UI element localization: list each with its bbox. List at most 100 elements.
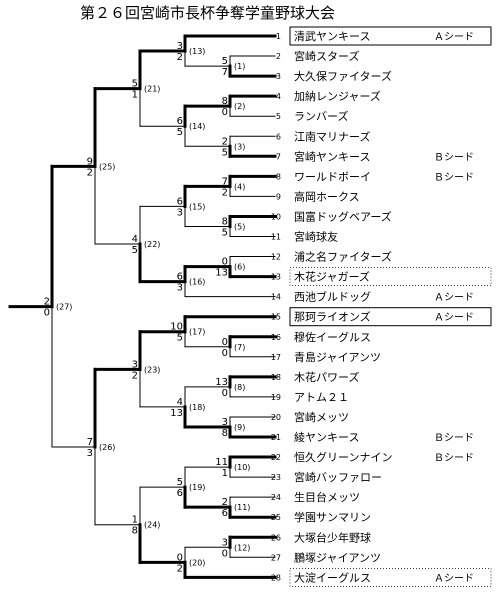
match-number: (21): [144, 85, 160, 94]
match-number: (14): [189, 122, 205, 131]
team-number: 20: [271, 413, 281, 422]
seed-label: Ａシード: [434, 573, 474, 584]
team-name: 清武ヤンキース: [294, 30, 370, 43]
score-top: 7: [222, 176, 228, 187]
match-number: (9): [234, 423, 245, 432]
score-bottom: 5: [177, 127, 183, 138]
match-number: (17): [189, 328, 205, 337]
team-name: 青島ジャイアンツ: [294, 350, 381, 364]
score-bottom: 2: [222, 187, 228, 198]
score-top: 5: [177, 477, 183, 488]
match-number: (23): [144, 365, 160, 374]
score-bottom: 6: [177, 488, 183, 499]
score-top: 8: [222, 96, 228, 107]
team-name: アトム２１: [294, 391, 349, 404]
match-number: (15): [189, 202, 205, 211]
score-bottom: 0: [44, 308, 50, 319]
score-top: 4: [177, 397, 183, 408]
score-top: 5: [132, 79, 138, 90]
team-name: 綾ヤンキース: [294, 431, 359, 444]
match-number: (18): [189, 403, 205, 412]
match-number: (10): [234, 463, 250, 472]
score-bottom: 0: [222, 388, 228, 399]
team-number: 5: [276, 112, 281, 121]
score-bottom: 3: [177, 283, 183, 294]
score-top: 2: [222, 497, 228, 508]
match-number: (12): [234, 543, 250, 552]
team-name: 木花ジャガーズ: [294, 270, 370, 284]
score-bottom: 5: [222, 227, 228, 238]
seed-label: Ａシード: [434, 32, 474, 43]
match-number: (24): [144, 521, 160, 530]
team-name: 加納レンジャーズ: [294, 89, 381, 103]
score-bottom: 2: [177, 563, 183, 574]
score-bottom: 3: [177, 207, 183, 218]
score-bottom: 2: [87, 167, 93, 178]
seed-label: Ａシード: [434, 313, 474, 324]
team-number: 7: [276, 152, 281, 161]
score-top: 11: [215, 457, 228, 468]
team-name: 学園サンマリン: [294, 510, 371, 524]
team-name: 宮崎バッファロー: [294, 470, 382, 484]
seed-label: Ａシード: [434, 293, 474, 304]
match-number: (25): [99, 162, 115, 171]
score-top: 0: [222, 257, 228, 268]
score-bottom: 2: [177, 52, 183, 63]
score-bottom: 2: [132, 370, 138, 381]
score-top: 2: [222, 136, 228, 147]
match-number: (5): [234, 222, 245, 231]
team-name: 宮崎スターズ: [294, 49, 359, 63]
team-number: 9: [276, 192, 281, 201]
team-number: 17: [271, 353, 281, 362]
team-number: 12: [271, 253, 281, 262]
team-name: 浦之名ファイターズ: [294, 250, 392, 264]
score-bottom: 8: [222, 428, 228, 439]
team-name: ランバーズ: [294, 109, 348, 123]
score-bottom: 7: [222, 67, 228, 78]
team-name: 鵬塚ジャイアンツ: [294, 550, 381, 564]
team-highlight-box: [289, 267, 492, 287]
score-top: 4: [132, 234, 138, 245]
score-top: 2: [44, 297, 50, 308]
score-top: 3: [222, 537, 228, 548]
team-name: 生目台メッツ: [294, 490, 360, 504]
team-number: 19: [271, 393, 281, 402]
match-number: (19): [189, 483, 205, 492]
team-name: 大久保ファイターズ: [294, 69, 392, 83]
team-number: 3: [276, 72, 281, 81]
team-highlight-box: [289, 307, 492, 327]
score-bottom: 5: [222, 147, 228, 158]
match-number: (6): [234, 263, 245, 272]
team-name: 大塚台少年野球: [294, 530, 371, 544]
score-top: 3: [132, 359, 138, 370]
score-bottom: 1: [132, 90, 138, 101]
match-number: (11): [234, 503, 250, 512]
team-highlight-box: [289, 567, 492, 587]
match-number: (8): [234, 383, 245, 392]
team-number: 8: [276, 172, 281, 181]
match-number: (16): [189, 278, 205, 287]
page-title: 第２６回宮崎市長杯争奪学童野球大会: [80, 4, 336, 22]
score-bottom: 1: [222, 468, 228, 479]
team-number: 27: [271, 553, 281, 562]
score-top: 10: [170, 322, 183, 333]
match-number: (13): [189, 47, 205, 56]
match-number: (1): [234, 62, 245, 71]
score-bottom: 8: [132, 526, 138, 537]
score-bottom: 0: [222, 107, 228, 118]
team-name: 国富ドッグベアーズ: [294, 209, 392, 223]
team-number: 1: [276, 32, 281, 41]
score-bottom: 6: [222, 508, 228, 519]
score-top: 3: [177, 41, 183, 52]
score-top: 7: [87, 437, 93, 448]
seed-label: Ｂシード: [434, 172, 474, 183]
team-name: 穆佐イーグルス: [294, 330, 371, 344]
team-name: 西池ブルドッグ: [294, 290, 371, 304]
seed-label: Ｂシード: [434, 453, 474, 464]
team-name: 那珂ライオンズ: [294, 310, 371, 324]
team-name: 恒久グリーンナイン: [294, 450, 392, 464]
score-bottom: 0: [222, 348, 228, 359]
score-top: 6: [177, 116, 183, 127]
team-number: 2: [276, 52, 281, 61]
